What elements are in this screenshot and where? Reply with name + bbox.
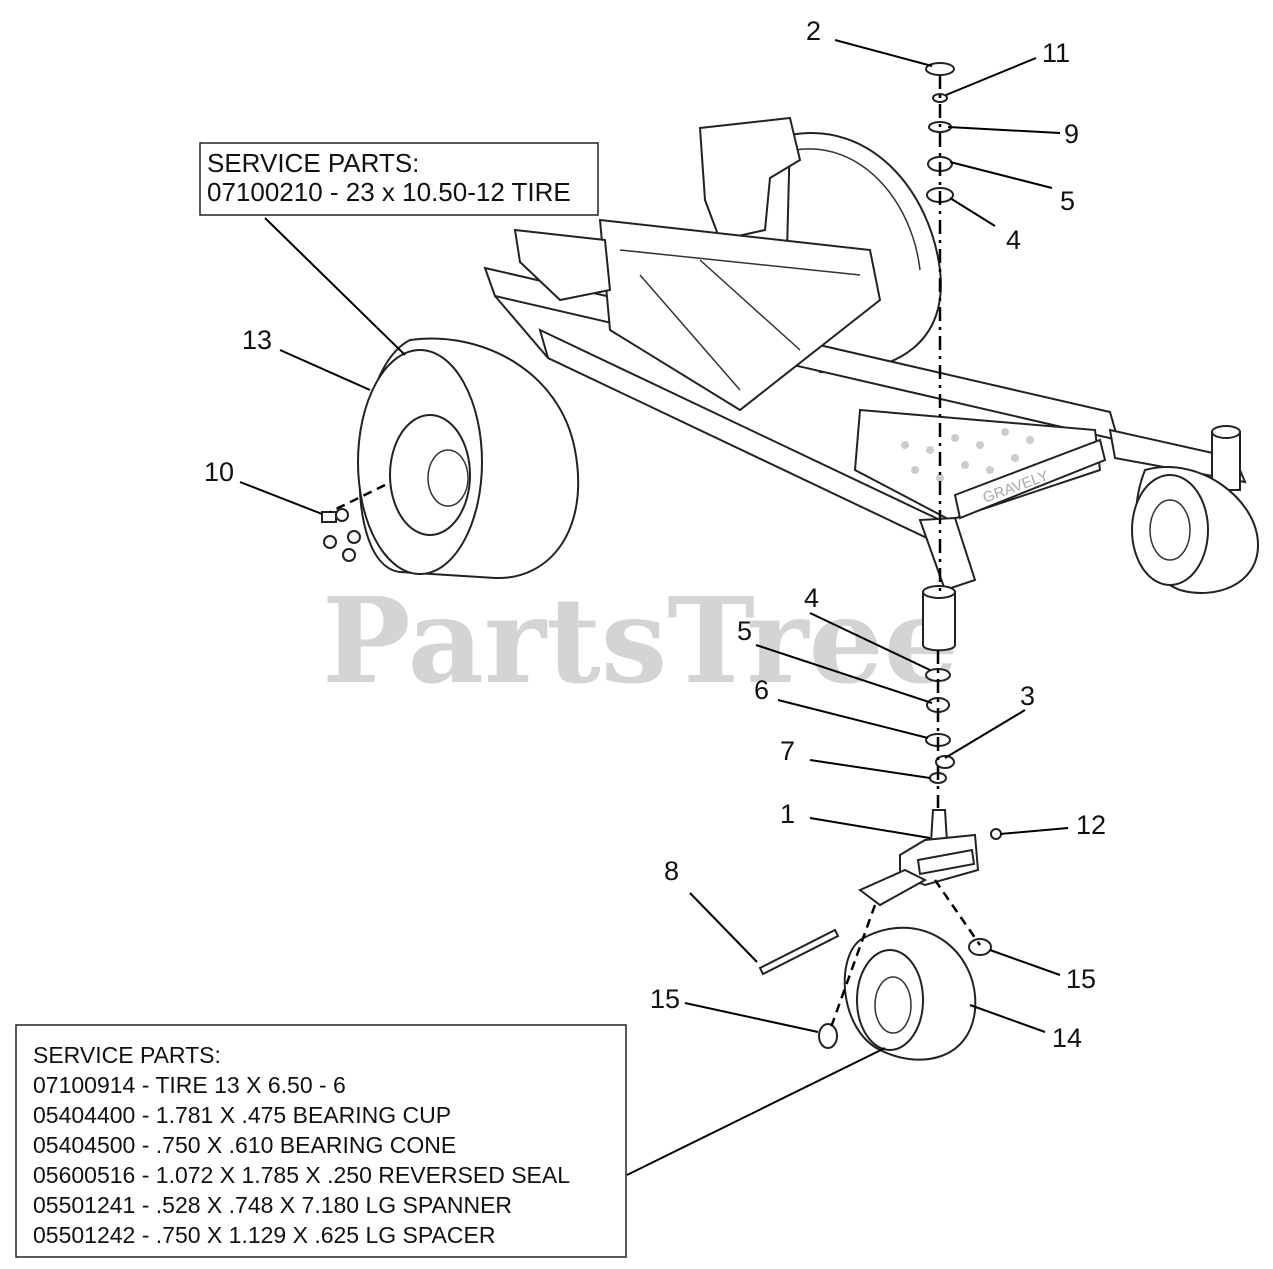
service-box-top-line: 07100210 - 23 x 10.50-12 TIRE [207,177,571,207]
service-line: 05501241 - .528 X .748 X 7.180 LG SPANNE… [33,1192,512,1218]
spindle-bottom-hardware [925,668,955,784]
callout-12: 12 [1076,810,1106,840]
callout-2: 2 [806,16,821,46]
callout-10: 10 [204,457,234,487]
callout-15-left: 15 [650,984,680,1014]
callout-labels: 2 11 9 5 4 13 10 4 5 6 3 7 1 12 8 15 15 … [204,16,1106,1053]
callout-11: 11 [1042,38,1070,68]
watermark-text: PartsTree [322,571,959,710]
service-line: 05600516 - 1.072 X 1.785 X .250 REVERSED… [33,1162,570,1188]
lug-centerline [329,483,386,514]
callout-13: 13 [242,325,272,355]
callout-8: 8 [664,856,679,886]
service-line: 05404500 - .750 X .610 BEARING CONE [33,1132,456,1158]
callout-3: 3 [1020,681,1035,711]
callout-15-right: 15 [1066,964,1096,994]
service-parts-box-top: SERVICE PARTS: 07100210 - 23 x 10.50-12 … [199,142,599,216]
callout-7: 7 [780,736,795,766]
callout-5b: 5 [737,616,752,646]
service-line: 07100914 - TIRE 13 X 6.50 - 6 [33,1072,346,1098]
callout-4: 4 [1006,225,1021,255]
axle-centerline-left [828,904,877,1031]
rear-drive-wheel [321,337,580,580]
callout-4b: 4 [804,583,819,613]
mower-frame: GRAVELY [483,116,1260,652]
service-line: 05501242 - .750 X 1.129 X .625 LG SPACER [33,1222,495,1248]
leader-lines [239,39,1069,1176]
callout-1: 1 [780,799,795,829]
callout-14: 14 [1052,1023,1082,1053]
service-line: 05404400 - 1.781 X .475 BEARING CUP [33,1102,451,1128]
axle-centerline-right [933,879,982,946]
callout-5: 5 [1060,186,1075,216]
service-parts-box-bottom: SERVICE PARTS: 07100914 - TIRE 13 X 6.50… [15,1024,627,1258]
callout-9: 9 [1064,119,1079,149]
callout-6: 6 [754,675,769,705]
caster-assembly [758,809,1002,1061]
service-box-bottom-title: SERVICE PARTS: [33,1042,221,1068]
service-box-top-title: SERVICE PARTS: [207,148,419,178]
